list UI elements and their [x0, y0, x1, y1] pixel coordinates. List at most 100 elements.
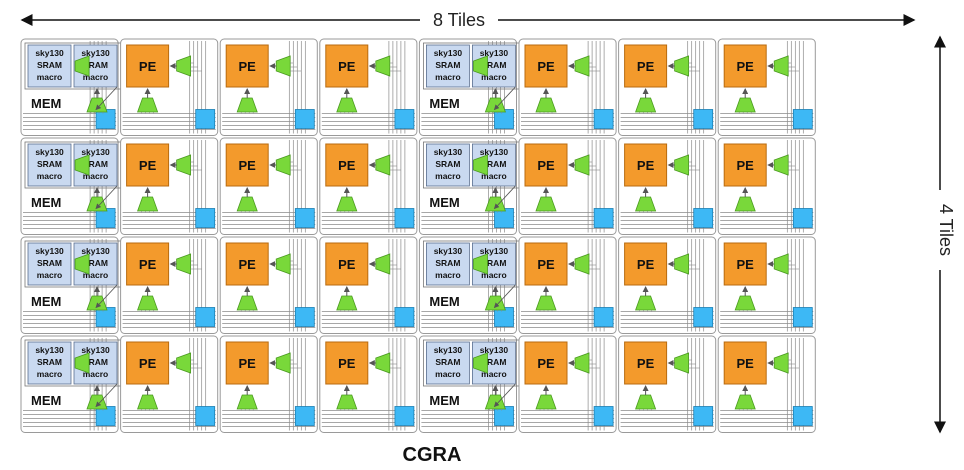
switch-box: [394, 307, 415, 327]
pe-label: PE: [537, 257, 555, 272]
sram-macro-label: macro: [37, 72, 63, 82]
mem-label: MEM: [31, 294, 61, 309]
pe-label: PE: [737, 356, 755, 371]
sram-macro-label: SRAM: [83, 258, 108, 268]
mem-label: MEM: [31, 393, 61, 408]
pe-bottom-mux: [535, 196, 557, 212]
pe-input-mux: [674, 253, 689, 275]
pe-core: [723, 44, 767, 88]
sram-macro-label: macro: [481, 72, 507, 82]
sram-macro: [425, 242, 470, 286]
pe-tile: PE: [219, 38, 318, 136]
pe-input-mux: [674, 154, 689, 176]
mem-output-arrow: [493, 284, 516, 309]
pe-input-mux: [674, 352, 689, 374]
sram-macro-label: SRAM: [37, 258, 62, 268]
sram-macro-label: SRAM: [481, 357, 506, 367]
pe-bottom-mux: [535, 295, 557, 311]
pe-label: PE: [338, 356, 356, 371]
pe-label: PE: [537, 59, 555, 74]
pe-bottom-mux: [535, 97, 557, 113]
pe-core: [225, 341, 269, 385]
pe-label: PE: [139, 257, 157, 272]
pe-tile: PE: [319, 335, 418, 433]
sram-macro-label: macro: [481, 171, 507, 181]
pe-tile: PE: [518, 236, 617, 334]
sram-macro-label: SRAM: [481, 60, 506, 70]
sram-macro: [27, 44, 72, 88]
mem-output-arrow: [95, 383, 118, 408]
pe-input-mux: [375, 352, 391, 374]
sram-macro-label: sky130: [35, 345, 64, 355]
pe-label: PE: [239, 158, 257, 173]
switch-box: [394, 208, 415, 228]
switch-box: [195, 406, 216, 426]
pe-input-mux: [375, 55, 391, 77]
sram-macro-label: sky130: [35, 147, 64, 157]
pe-input-mux: [176, 154, 192, 176]
pe-bottom-mux: [236, 394, 258, 410]
mem-input-mux: [473, 55, 488, 77]
switch-box: [693, 109, 714, 129]
switch-box: [394, 406, 415, 426]
pe-input-mux: [176, 55, 192, 77]
pe-core: [624, 242, 668, 286]
sram-macro-label: macro: [37, 171, 63, 181]
pe-core: [126, 44, 170, 88]
sram-macro-label: sky130: [480, 147, 509, 157]
switch-box: [792, 307, 813, 327]
mem-label: MEM: [429, 96, 459, 111]
pe-bottom-mux: [734, 97, 756, 113]
sram-macro-label: macro: [83, 270, 109, 280]
pe-core: [524, 341, 568, 385]
pe-tile: PE: [120, 236, 219, 334]
pe-bottom-mux: [336, 196, 358, 212]
pe-input-mux: [574, 55, 590, 77]
sram-macro-label: macro: [481, 369, 507, 379]
sram-macro-label: SRAM: [37, 60, 62, 70]
sram-macro-label: SRAM: [37, 159, 62, 169]
pe-core: [225, 44, 269, 88]
pe-label: PE: [637, 356, 655, 371]
pe-label: PE: [537, 158, 555, 173]
pe-core: [325, 341, 369, 385]
sram-macro-label: SRAM: [83, 159, 108, 169]
pe-core: [325, 143, 369, 187]
sram-macro-label: SRAM: [37, 357, 62, 367]
pe-tile: PE: [120, 335, 219, 433]
mem-input-mux: [74, 55, 90, 77]
sram-macro-label: sky130: [35, 246, 64, 256]
pe-tile: PE: [319, 137, 418, 235]
switch-box: [294, 307, 315, 327]
pe-bottom-mux: [734, 394, 756, 410]
pe-input-mux: [275, 253, 291, 275]
sram-macro-label: SRAM: [435, 60, 460, 70]
sram-macro-label: SRAM: [83, 357, 108, 367]
sram-macro: [27, 242, 72, 286]
sram-macro-label: macro: [435, 171, 461, 181]
pe-label: PE: [338, 257, 356, 272]
pe-tile: PE: [717, 137, 816, 235]
sram-macro-label: macro: [83, 171, 109, 181]
pe-tile: PE: [319, 236, 418, 334]
pe-input-mux: [176, 352, 192, 374]
pe-core: [624, 44, 668, 88]
pe-label: PE: [139, 356, 157, 371]
mem-output-arrow: [493, 185, 516, 210]
switch-box: [394, 109, 415, 129]
pe-bottom-mux: [635, 394, 657, 410]
pe-core: [524, 242, 568, 286]
switch-box: [693, 307, 714, 327]
sram-macro-label: sky130: [35, 48, 64, 58]
pe-tile: PE: [319, 38, 418, 136]
mem-label: MEM: [31, 96, 61, 111]
sram-macro-label: sky130: [480, 48, 509, 58]
sram-macro-label: SRAM: [481, 258, 506, 268]
sram-macro-label: macro: [481, 270, 507, 280]
mem-input-mux: [74, 352, 90, 374]
sram-macro: [27, 341, 72, 385]
